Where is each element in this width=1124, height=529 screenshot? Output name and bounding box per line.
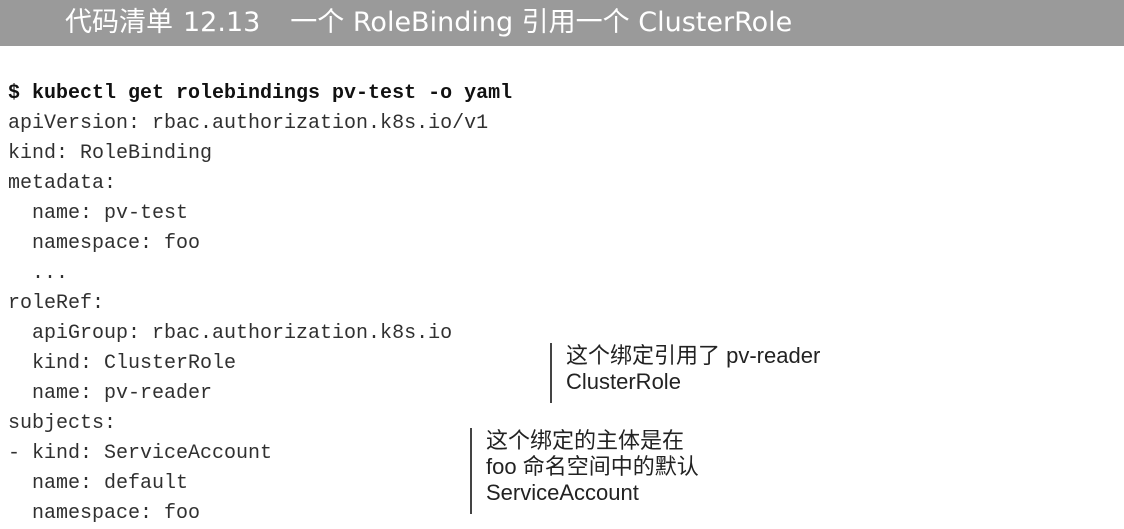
annotation-text: 这个绑定的主体是在 <box>486 428 685 453</box>
code-line-metadata: metadata: <box>8 172 117 195</box>
code-line-subjects: subjects: <box>8 412 117 435</box>
code-line-subject-name: name: default <box>8 472 189 495</box>
code-line-ellipsis: ... <box>8 262 69 285</box>
code-line-apigroup: apiGroup: rbac.authorization.k8s.io <box>8 322 453 345</box>
code-line-kind: kind: RoleBinding <box>8 142 213 165</box>
annotation-text: ClusterRole <box>566 369 681 394</box>
code-line-api-version: apiVersion: rbac.authorization.k8s.io/v1 <box>8 112 489 135</box>
listing-label: 代码清单 <box>65 7 173 38</box>
code-line-namespace: namespace: foo <box>8 232 201 255</box>
code-line-subject-kind: - kind: ServiceAccount <box>8 442 273 465</box>
code-block: $ kubectl get rolebindings pv-test -o ya… <box>8 79 512 529</box>
annotation-text: 这个绑定引用了 pv-reader <box>566 343 821 368</box>
annotation-text: ServiceAccount <box>486 480 639 505</box>
annotation-text: foo 命名空间中的默认 <box>486 454 699 479</box>
listing-title: 一个 RoleBinding 引用一个 ClusterRole <box>290 7 793 38</box>
code-line-name: name: pv-test <box>8 202 189 225</box>
annotation-roleref: 这个绑定引用了 pv-reader ClusterRole <box>550 343 820 403</box>
listing-number: 12.13 <box>183 7 261 38</box>
command-line: $ kubectl get rolebindings pv-test -o ya… <box>8 82 513 105</box>
code-line-roleref: roleRef: <box>8 292 105 315</box>
code-line-subject-namespace: namespace: foo <box>8 502 201 525</box>
listing-header: 代码清单 12.13 一个 RoleBinding 引用一个 ClusterRole <box>0 0 1124 46</box>
code-line-roleref-kind: kind: ClusterRole <box>8 352 237 375</box>
annotation-subjects: 这个绑定的主体是在 foo 命名空间中的默认 ServiceAccount <box>470 428 699 514</box>
code-line-roleref-name: name: pv-reader <box>8 382 213 405</box>
